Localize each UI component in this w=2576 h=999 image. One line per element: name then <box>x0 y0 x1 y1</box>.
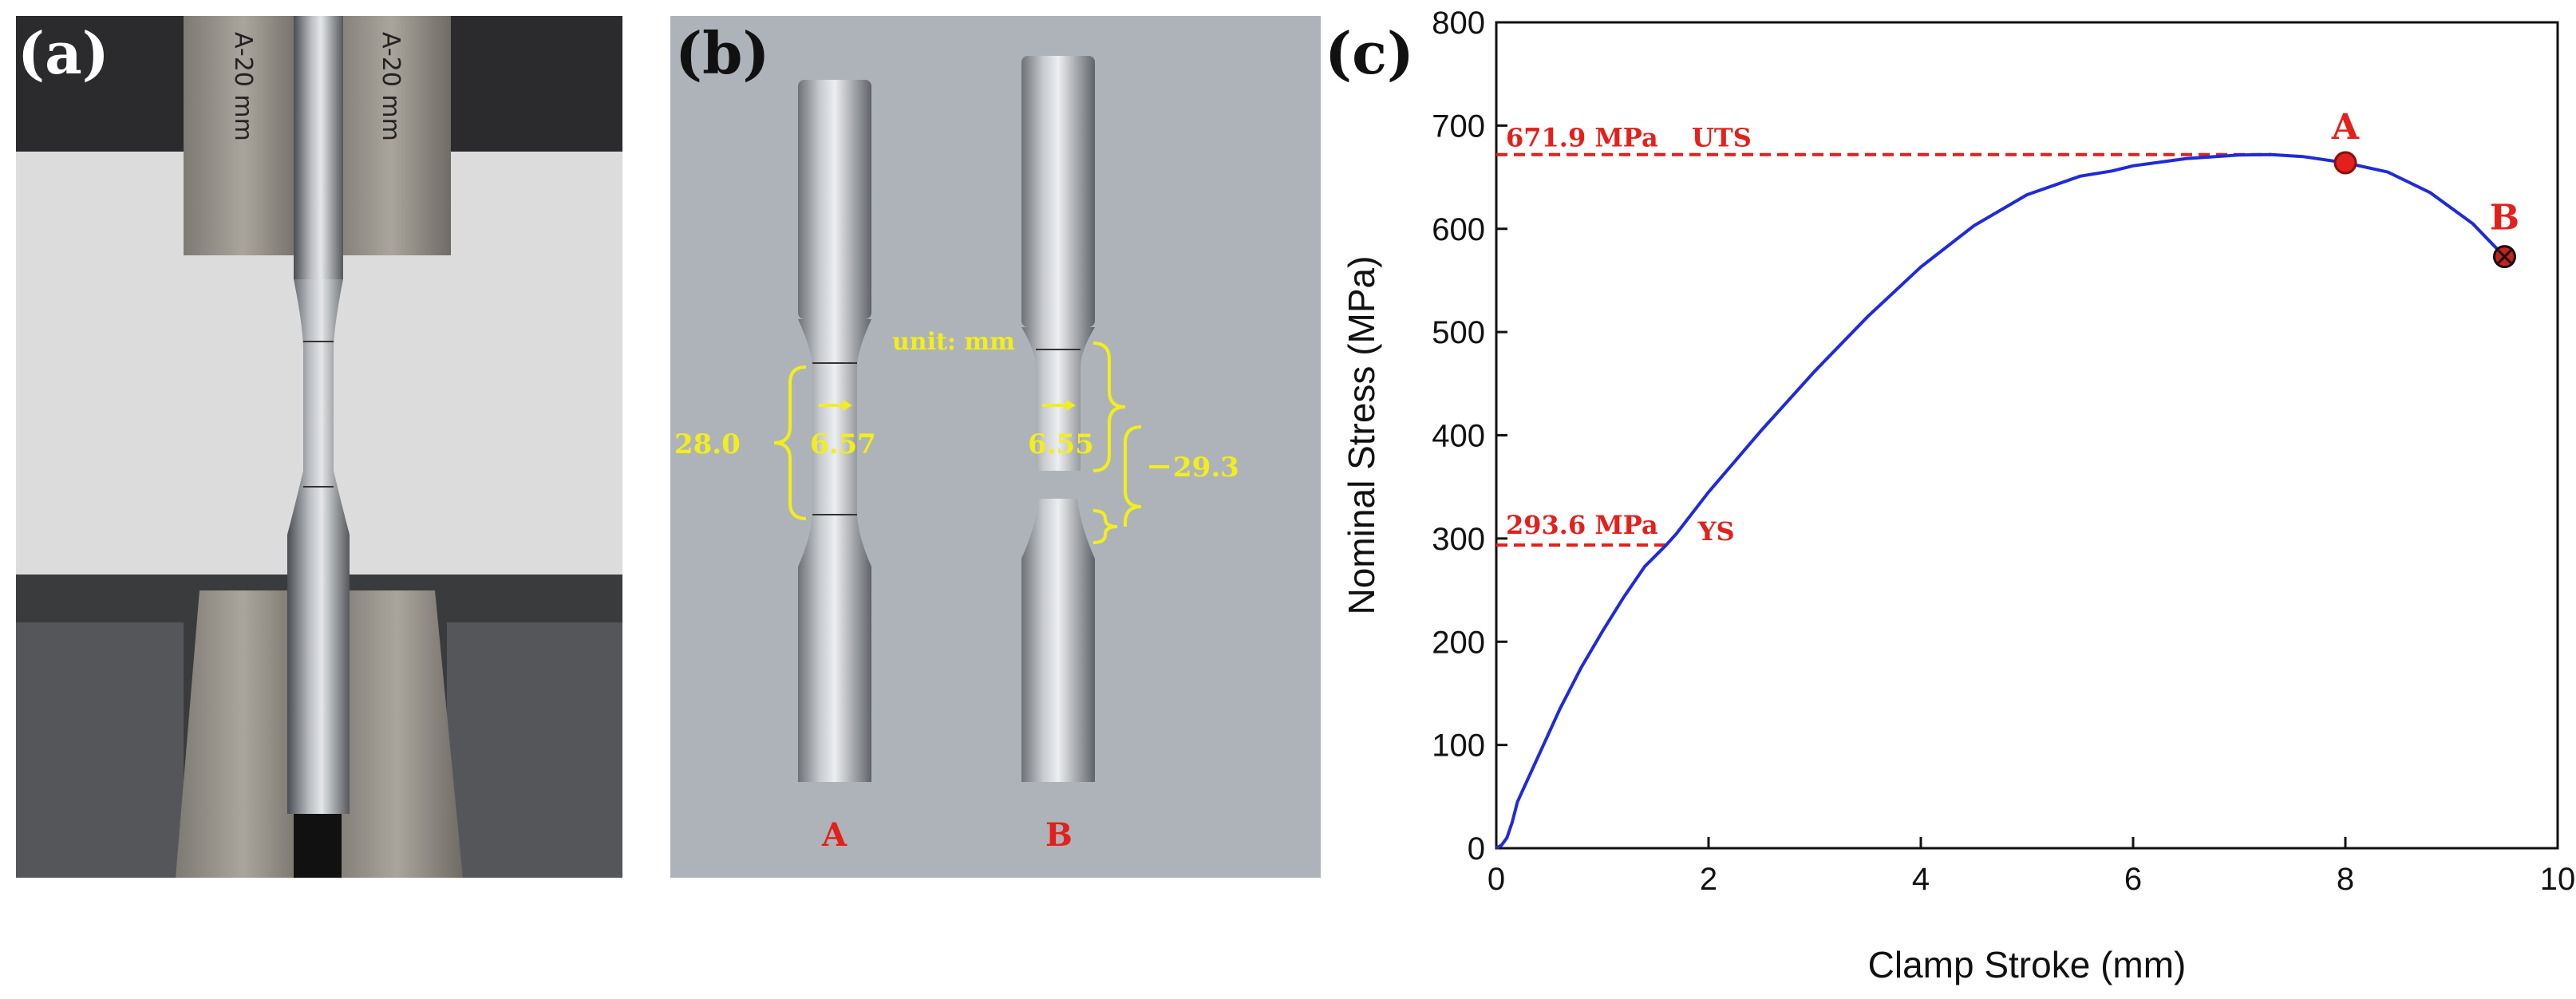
y-tick-label: 300 <box>1432 522 1485 557</box>
x-tick-label: 4 <box>1912 862 1930 897</box>
ys-tag-label: YS <box>1697 516 1735 547</box>
specimen-a-diameter: 6.57 <box>810 428 876 460</box>
arrow-a-head <box>843 400 852 411</box>
panel-label-a: (a) <box>18 19 109 87</box>
specimens-photo: unit: mm 28.0 6.57 6.55 29.3 A B (b) <box>670 16 1321 878</box>
ys-value-label: 293.6 MPa <box>1506 510 1658 540</box>
brace-a <box>773 365 807 520</box>
uts-tag-label: UTS <box>1692 123 1752 153</box>
stress-stroke-chart-panel: (c) 0 2 4 6 8 10 0 100 200 300 400 500 600 700 800 67… <box>1325 0 2576 996</box>
stress-stroke-chart: 0 2 4 6 8 10 0 100 200 300 400 500 600 700 800 671.9 … <box>1341 6 2575 985</box>
x-tick-label: 0 <box>1488 862 1505 897</box>
brace-b-total <box>1124 425 1142 527</box>
y-tick-label: 100 <box>1432 729 1485 764</box>
y-tick-label: 800 <box>1432 6 1485 41</box>
point-a-marker <box>2333 151 2357 175</box>
point-b-marker <box>2493 245 2516 269</box>
arrow-b-head <box>1066 400 1076 411</box>
y-tick-label: 600 <box>1432 212 1485 247</box>
specimen-a-gauge-length: 28.0 <box>674 428 741 460</box>
specimens-illustration: unit: mm 28.0 6.57 6.55 29.3 A B <box>670 16 1321 878</box>
specimen-a-label: A <box>821 816 847 854</box>
y-tick-label: 700 <box>1432 109 1485 144</box>
y-axis-ticks: 0 100 200 300 400 500 600 700 800 <box>1432 6 1507 867</box>
x-axis-ticks: 0 2 4 6 8 10 <box>1488 837 2575 897</box>
specimen-b-label: B <box>1045 816 1073 854</box>
grip-text-left: A-20 mm <box>229 32 257 141</box>
y-tick-label: 0 <box>1468 831 1485 867</box>
grip-text-right: A-20 mm <box>377 32 405 141</box>
point-a-label: A <box>2331 107 2360 148</box>
y-tick-label: 500 <box>1432 315 1485 350</box>
y-tick-label: 400 <box>1432 419 1485 454</box>
tensile-test-illustration: A-20 mm A-20 mm <box>16 16 622 878</box>
panel-label-b: (b) <box>675 19 770 87</box>
unit-note: unit: mm <box>892 328 1015 356</box>
y-axis-label: Nominal Stress (MPa) <box>1341 256 1382 615</box>
x-tick-label: 10 <box>2540 862 2576 897</box>
brace-b-upper <box>1092 342 1126 472</box>
x-tick-label: 8 <box>2337 862 2354 897</box>
y-tick-label: 200 <box>1432 625 1485 660</box>
x-axis-label: Clamp Stroke (mm) <box>1868 944 2187 985</box>
series-line-stress <box>1495 152 2506 850</box>
panel-label-c: (c) <box>1325 19 1414 87</box>
x-tick-label: 6 <box>2124 862 2142 897</box>
specimen-b-diameter: 6.55 <box>1028 428 1094 460</box>
point-b-label: B <box>2490 198 2519 239</box>
specimen-b-gauge-length: 29.3 <box>1173 452 1239 484</box>
uts-value-label: 671.9 MPa <box>1506 123 1658 153</box>
brace-b-lower <box>1092 509 1118 544</box>
x-tick-label: 2 <box>1700 862 1717 897</box>
specimen-a <box>798 80 871 782</box>
tensile-test-photo: A-20 mm A-20 mm (a) <box>16 16 622 878</box>
specimen-b <box>1021 56 1095 782</box>
